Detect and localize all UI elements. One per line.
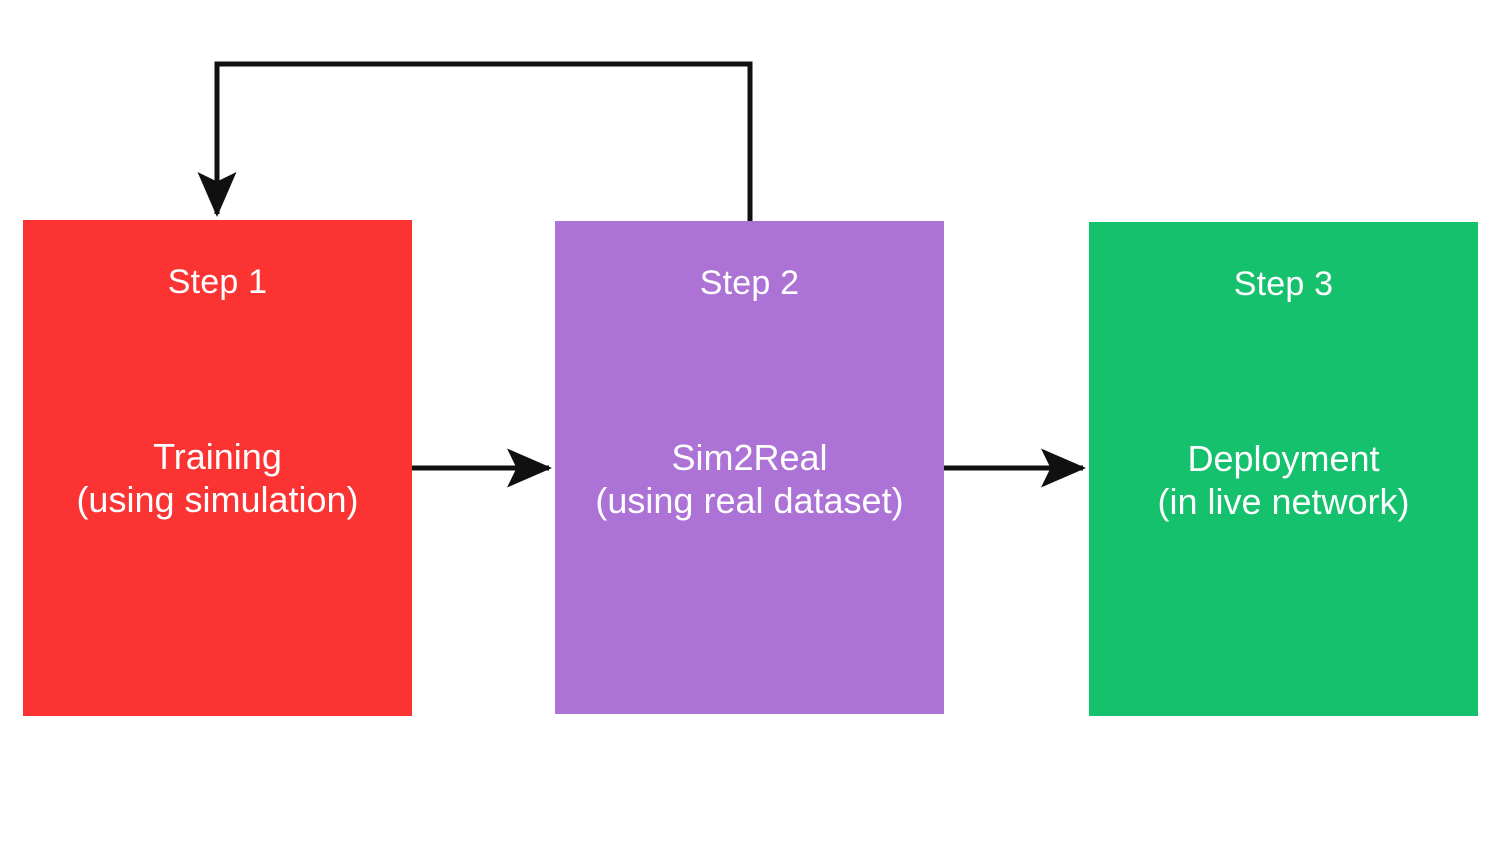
stage-body-line-2-step-1: (using simulation) xyxy=(76,479,359,520)
stage-title-step-1: Step 1 xyxy=(167,263,268,301)
stage-body-line-1-step-2: Sim2Real xyxy=(671,437,828,478)
stage-body-step-1: Training (using simulation) xyxy=(23,435,412,521)
stage-body-line-1-step-3: Deployment xyxy=(1187,438,1380,479)
arrow-feedback-step2-to-step1 xyxy=(197,61,753,221)
stage-box-step-2[interactable]: Step 2 Sim2Real (using real dataset) xyxy=(555,221,944,714)
stage-box-step-3[interactable]: Step 3 Deployment (in live network) xyxy=(1089,222,1478,716)
stage-box-step-1[interactable]: Step 1 Training (using simulation) xyxy=(23,220,412,716)
stage-title-step-3: Step 3 xyxy=(1233,265,1334,303)
stage-body-step-3: Deployment (in live network) xyxy=(1089,437,1478,523)
stage-body-line-2-step-3: (in live network) xyxy=(1157,481,1410,522)
stage-title-step-2: Step 2 xyxy=(699,264,800,302)
stage-body-line-1-step-1: Training xyxy=(153,436,282,477)
stage-body-step-2: Sim2Real (using real dataset) xyxy=(555,436,944,522)
stage-body-line-2-step-2: (using real dataset) xyxy=(595,480,904,521)
